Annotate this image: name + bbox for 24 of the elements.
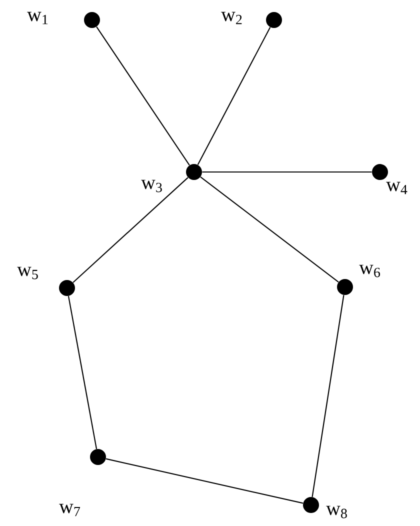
edge-line <box>312 295 344 497</box>
vertex-dot <box>303 497 319 513</box>
vertex-label: w$_{4}$ <box>386 182 408 194</box>
vertex-label: w$_{3}$ <box>141 180 162 192</box>
vertex-dot <box>59 280 75 296</box>
vertex-label: w$_{6}$ <box>359 264 380 278</box>
edge-line <box>68 296 98 450</box>
edge-line <box>200 176 339 282</box>
vertex-dot <box>84 12 100 28</box>
vertex-label: w$_{1}$ <box>27 12 48 24</box>
edge-line <box>106 458 304 504</box>
vertex-label: w$_{5}$ <box>17 266 38 280</box>
vertex-label: w$_{7}$ <box>59 504 80 516</box>
edge-line <box>202 171 372 173</box>
vertex-label: w$_{2}$ <box>221 12 242 24</box>
vertex-dot <box>90 449 106 465</box>
vertex-dot <box>186 164 202 180</box>
edge-line <box>197 27 271 165</box>
vertex-label: w$_{8}$ <box>326 506 347 518</box>
edge-line <box>96 26 190 166</box>
vertex-dot <box>337 279 353 295</box>
edge-line <box>72 177 188 283</box>
vertex-dot <box>372 164 388 180</box>
vertex-dot <box>266 12 282 28</box>
